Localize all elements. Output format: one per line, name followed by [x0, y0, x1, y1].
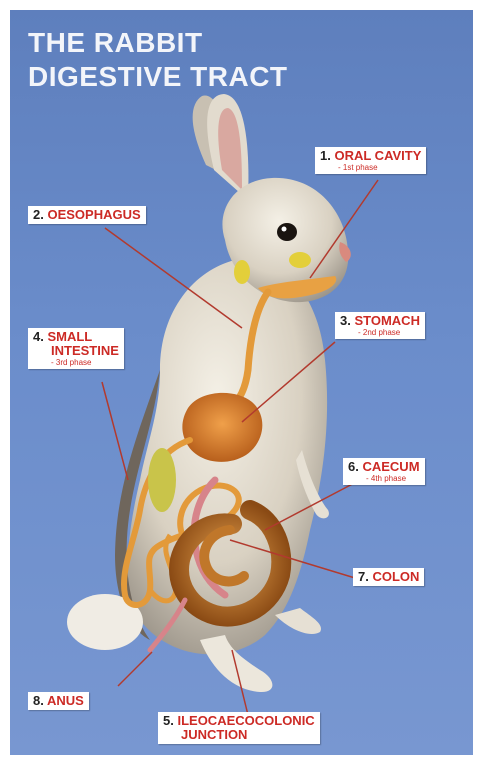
label-number: 4.	[33, 329, 44, 344]
label-name: OESOPHAGUS	[47, 207, 140, 222]
label-name: STOMACH	[354, 313, 419, 328]
label-caecum: 6. CAECUM - 4th phase	[343, 458, 425, 485]
label-oesophagus: 2. OESOPHAGUS	[28, 206, 146, 224]
label-name: COLON	[372, 569, 419, 584]
label-phase: - 4th phase	[348, 474, 420, 483]
label-number: 6.	[348, 459, 359, 474]
rabbit-illustration	[10, 10, 473, 755]
diagram-title: THE RABBIT DIGESTIVE TRACT	[28, 26, 288, 94]
label-name: CAECUM	[362, 459, 419, 474]
label-name: ILEOCAECOCOLONIC	[177, 713, 314, 728]
label-phase: - 2nd phase	[340, 328, 420, 337]
label-number: 1.	[320, 148, 331, 163]
label-name: ORAL CAVITY	[334, 148, 421, 163]
pancreas-cluster	[148, 448, 176, 512]
label-name-line-2: INTESTINE	[51, 343, 119, 358]
label-name: SMALL	[47, 329, 92, 344]
label-name: ANUS	[47, 693, 84, 708]
label-number: 7.	[358, 569, 369, 584]
label-colon: 7. COLON	[353, 568, 424, 586]
label-number: 2.	[33, 207, 44, 222]
label-ileocaecocolonic-junction: 5. ILEOCAECOCOLONIC JUNCTION	[158, 712, 320, 744]
label-oral-cavity: 1. ORAL CAVITY - 1st phase	[315, 147, 426, 174]
title-line-1: THE RABBIT	[28, 26, 288, 60]
label-anus: 8. ANUS	[28, 692, 89, 710]
label-number: 3.	[340, 313, 351, 328]
poster-background: THE RABBIT DIGESTIVE TRACT 1. ORAL CAVIT…	[10, 10, 473, 755]
title-line-2: DIGESTIVE TRACT	[28, 60, 288, 94]
label-number: 8.	[33, 693, 44, 708]
stomach-organ	[182, 393, 262, 462]
label-phase: - 3rd phase	[33, 358, 119, 367]
label-small-intestine: 4. SMALL INTESTINE - 3rd phase	[28, 328, 124, 369]
label-phase: - 1st phase	[320, 163, 421, 172]
label-number: 5.	[163, 713, 174, 728]
oral-cavity-organ	[289, 252, 311, 268]
label-name-line-2: JUNCTION	[181, 727, 247, 742]
label-stomach: 3. STOMACH - 2nd phase	[335, 312, 425, 339]
rabbit-eye	[277, 223, 297, 241]
